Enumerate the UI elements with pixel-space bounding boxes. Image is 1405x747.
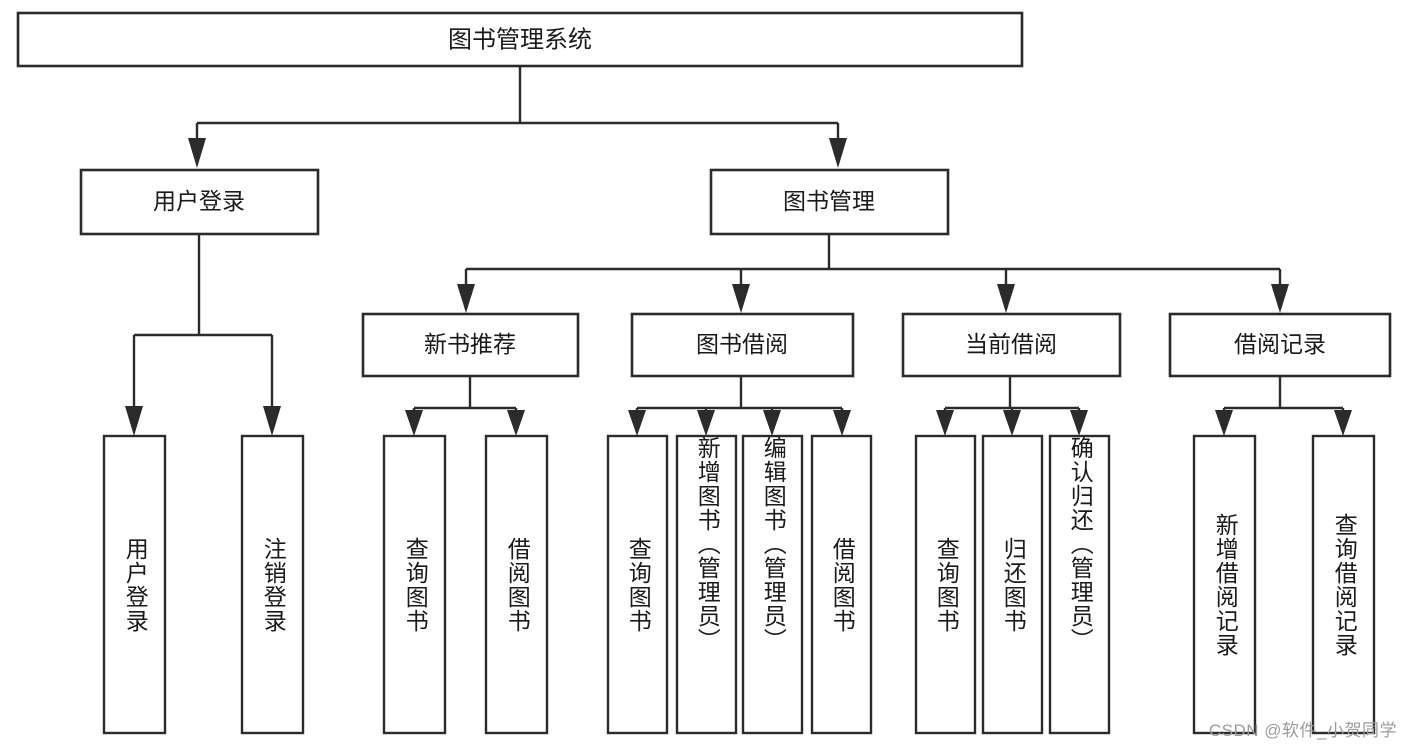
edge-group-user-login [125, 234, 281, 436]
arrowhead-bb-lend [833, 410, 851, 436]
leaf-box-cb-query-book[interactable] [914, 434, 977, 735]
leaf-box-cb-return-book[interactable] [981, 434, 1044, 735]
node-user-login[interactable]: 用户登录 [79, 168, 320, 236]
node-book-management[interactable]: 图书管理 [709, 168, 950, 236]
node-current-borrow[interactable]: 当前借阅 [901, 312, 1122, 378]
arrowhead-nb-query [405, 410, 423, 436]
node-borrow-record-box[interactable] [1168, 312, 1392, 378]
arrowhead-current [997, 284, 1015, 313]
node-book-borrow-label: 图书借阅 [696, 331, 788, 357]
edge-group-book-management [457, 234, 1289, 313]
node-new-book-recommend-label: 新书推荐 [424, 331, 516, 357]
arrowhead-borrow [732, 284, 750, 313]
arrowhead-leaf-logout [263, 406, 281, 436]
leaf-box-cb-confirm-return[interactable] [1048, 434, 1111, 735]
csdn-watermark: CSDN @软件_小贺同学 [1208, 721, 1397, 740]
node-book-borrow-box[interactable] [630, 312, 855, 378]
leaf-box-nb-borrow-book[interactable] [484, 434, 549, 735]
leaf-box-br-add-record[interactable] [1192, 434, 1257, 735]
node-root-box[interactable] [16, 11, 1024, 68]
node-new-book-recommend[interactable]: 新书推荐 [361, 312, 580, 378]
node-new-book-recommend-box[interactable] [361, 312, 580, 378]
leaf-box-user-login[interactable] [102, 434, 167, 735]
edge-group-root [188, 66, 847, 168]
leaf-box-bb-lend-book[interactable] [810, 434, 873, 735]
edge-group-borrow-record [1215, 376, 1352, 436]
leaf-box-bb-edit-book[interactable] [741, 434, 804, 735]
arrowhead-book-mgmt [829, 138, 847, 168]
arrowhead-nb-borrow [507, 410, 525, 436]
node-book-management-box[interactable] [709, 168, 950, 236]
arrowhead-newbook [457, 284, 475, 313]
arrowhead-cb-return [1003, 410, 1021, 436]
arrowhead-br-query [1334, 410, 1352, 436]
node-root[interactable]: 图书管理系统 [16, 11, 1024, 68]
node-user-login-box[interactable] [79, 168, 320, 236]
leaf-box-nb-query-book[interactable] [382, 434, 447, 735]
node-current-borrow-box[interactable] [901, 312, 1122, 378]
node-user-login-label: 用户登录 [153, 188, 245, 214]
arrowhead-cb-confirm [1070, 410, 1088, 436]
arrowhead-br-add [1215, 410, 1233, 436]
arrowhead-cb-query [936, 410, 954, 436]
leaf-box-logout[interactable] [240, 434, 305, 735]
edge-group-book-borrow [628, 376, 851, 436]
edge-group-current-borrow [936, 376, 1088, 436]
node-book-borrow[interactable]: 图书借阅 [630, 312, 855, 378]
node-borrow-record[interactable]: 借阅记录 [1168, 312, 1392, 378]
node-root-label: 图书管理系统 [448, 26, 592, 53]
arrowhead-bb-query [628, 410, 646, 436]
node-book-management-label: 图书管理 [783, 188, 875, 214]
node-borrow-record-label: 借阅记录 [1234, 331, 1326, 357]
arrowhead-record [1271, 284, 1289, 313]
arrowhead-user-login [188, 138, 206, 168]
edge-group-new-book [405, 376, 525, 436]
arrowhead-bb-add [697, 410, 715, 436]
leaf-box-bb-query-book[interactable] [606, 434, 669, 735]
node-current-borrow-label: 当前借阅 [965, 331, 1057, 357]
arrowhead-bb-edit [763, 410, 781, 436]
leaf-box-br-query-record[interactable] [1311, 434, 1376, 735]
arrowhead-leaf-user-login [125, 406, 143, 436]
leaf-box-bb-add-book[interactable] [675, 434, 738, 735]
